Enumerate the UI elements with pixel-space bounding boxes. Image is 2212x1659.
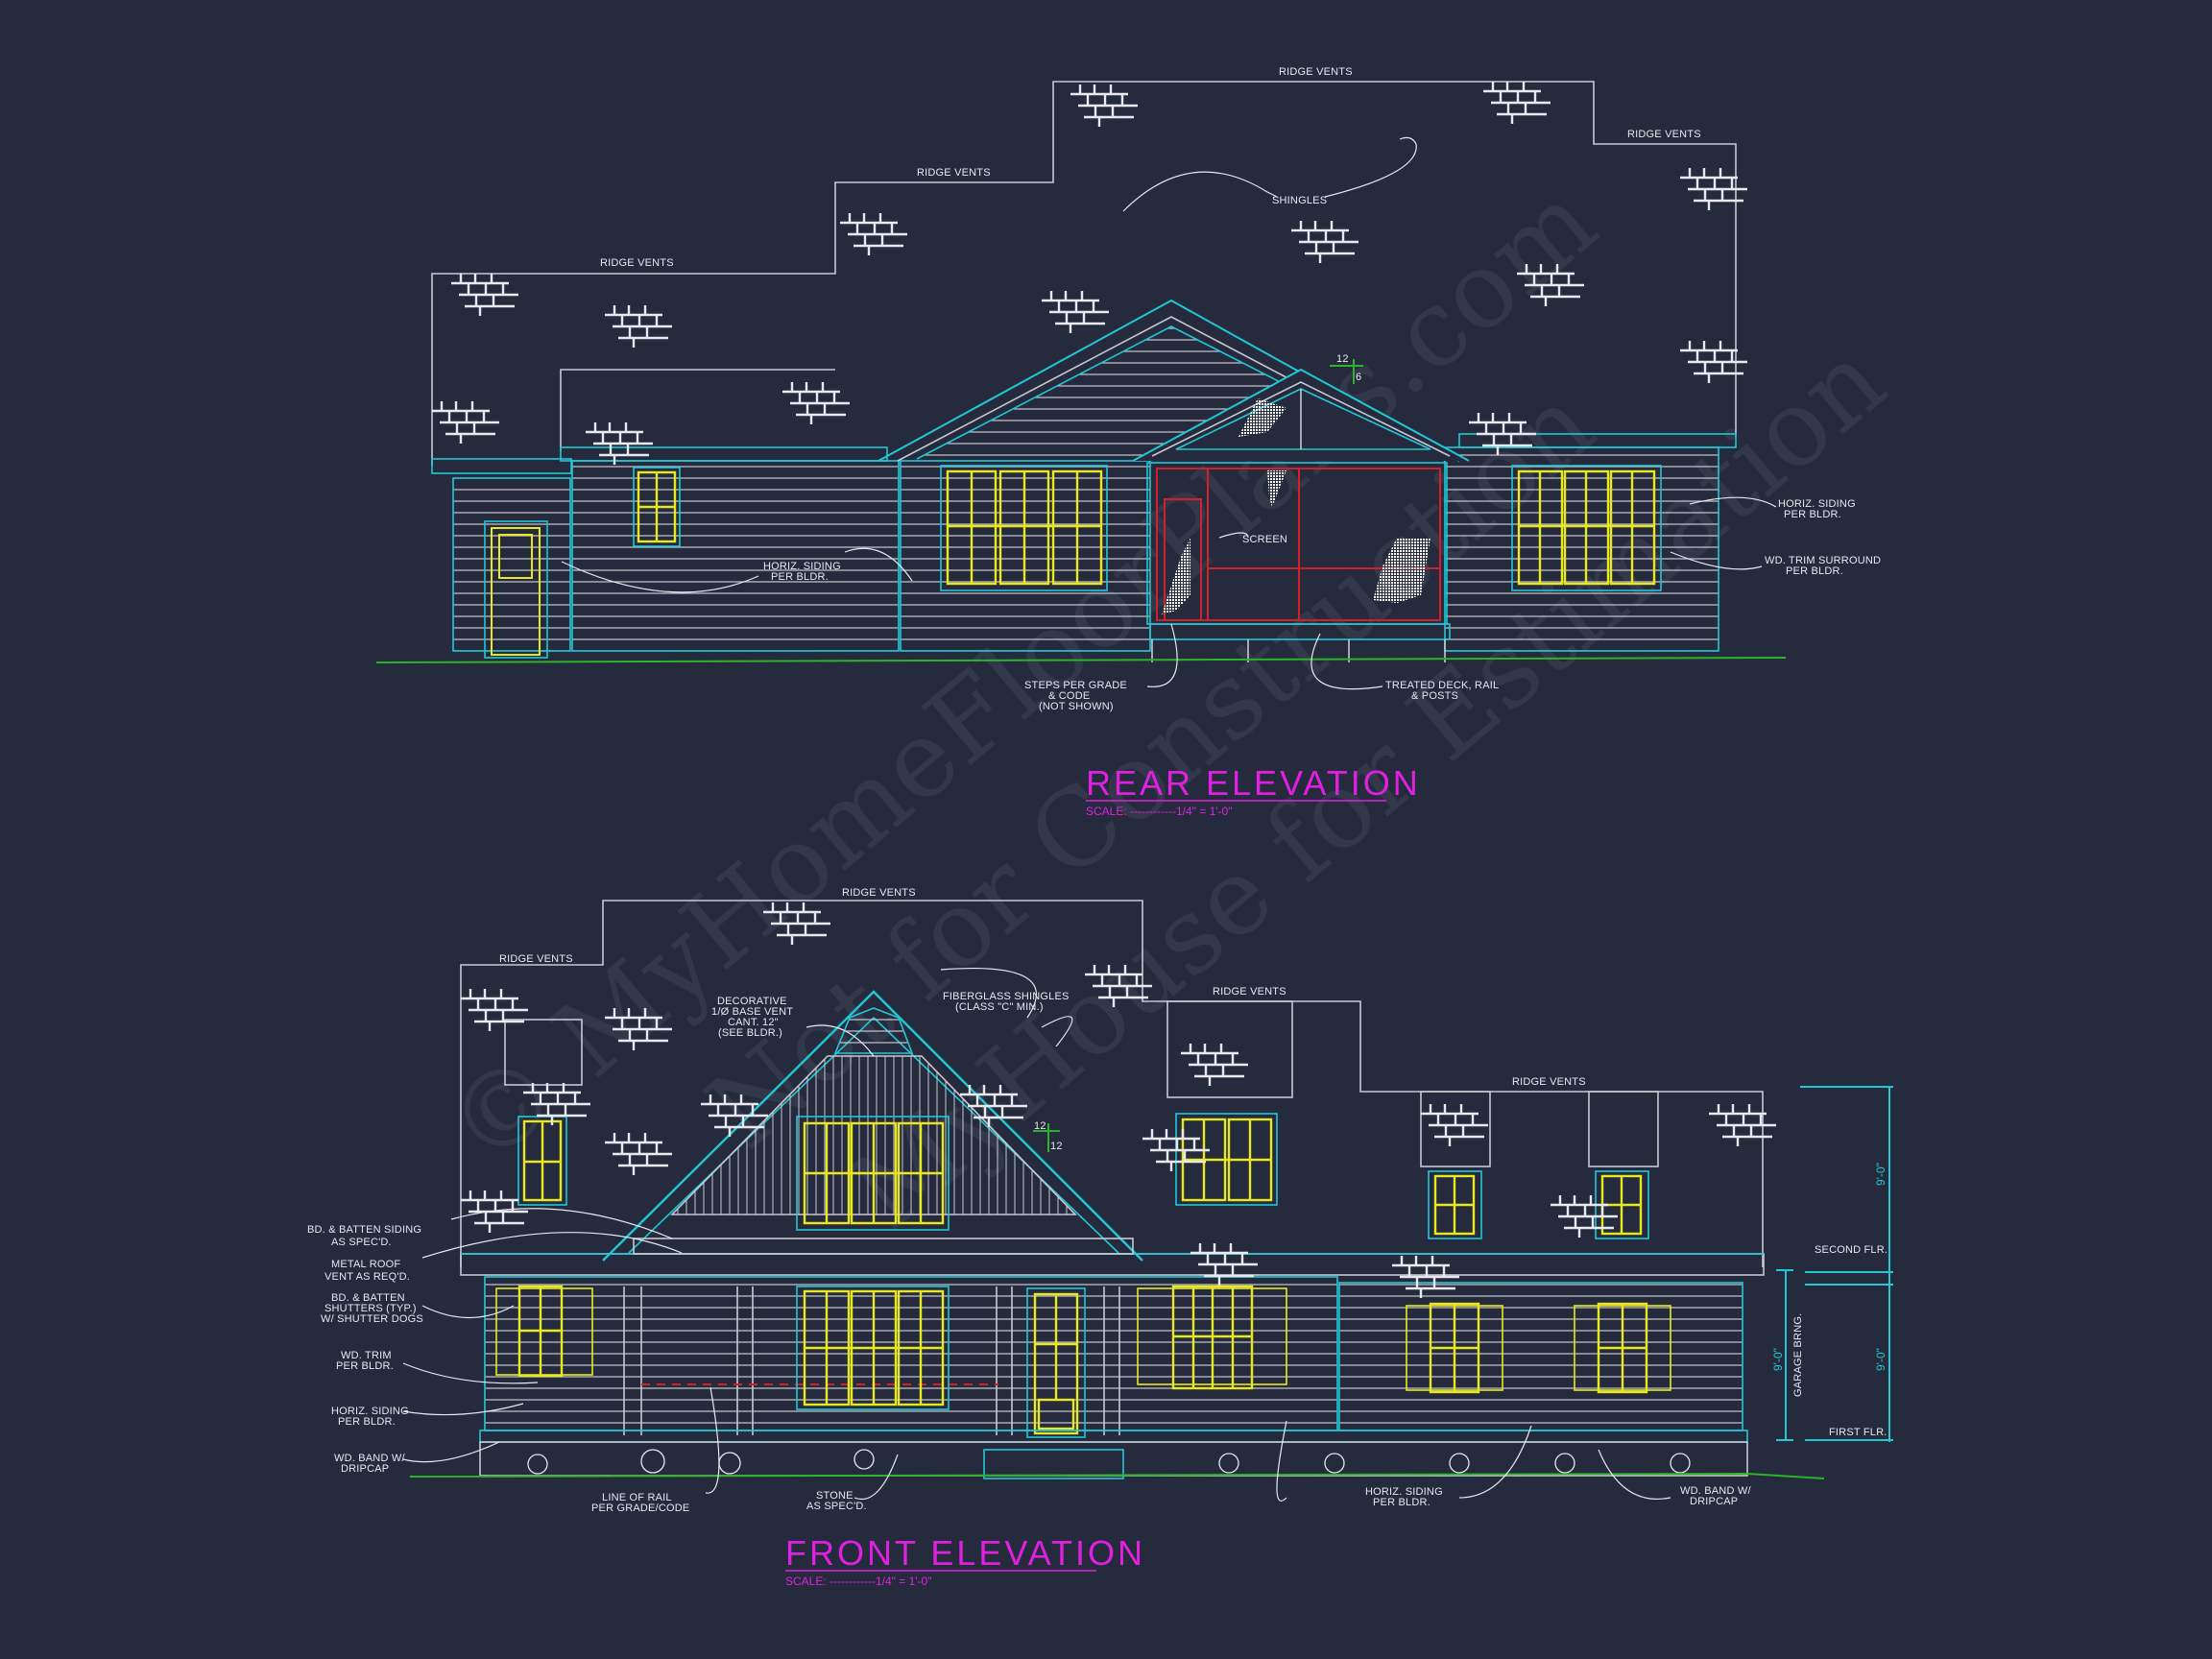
rear-ridge-label-3: RIDGE VENTS	[1279, 66, 1353, 78]
gable-vent-note-2: 1/Ø BASE VENT	[711, 1006, 793, 1018]
lower-dimension: 9'-0"	[1874, 1348, 1887, 1371]
rear-deck-note-2: & POSTS	[1411, 690, 1458, 702]
front-band-left-1: WD. BAND W/	[334, 1453, 405, 1464]
rear-siding-right-2: PER BLDR.	[1784, 509, 1841, 520]
stone-note-2: AS SPEC'D.	[806, 1501, 867, 1512]
rear-elevation-drawing	[375, 81, 1787, 690]
rear-shingles-note: SHINGLES	[1272, 195, 1327, 206]
front-pitch-run: 12	[1034, 1120, 1046, 1132]
front-band-right-2: DRIPCAP	[1690, 1496, 1738, 1507]
board-batten-note-1: BD. & BATTEN SIDING	[307, 1224, 421, 1236]
rear-ridge-label-1: RIDGE VENTS	[600, 257, 674, 269]
front-ridge-label-1: RIDGE VENTS	[499, 953, 573, 965]
rear-roof-outline	[431, 81, 1737, 466]
trim-note-2: PER BLDR.	[336, 1360, 394, 1372]
rear-trim-note-1: WD. TRIM SURROUND	[1765, 555, 1881, 566]
rear-pitch-rise: 6	[1356, 372, 1361, 383]
front-elevation-drawing	[402, 900, 1893, 1502]
front-ridge-label-4: RIDGE VENTS	[1512, 1076, 1586, 1088]
gable-vent-note-4: (SEE BLDR.)	[718, 1027, 782, 1039]
rear-steps-note-2: & CODE	[1048, 690, 1090, 702]
rear-elevation-labels: RIDGE VENTS RIDGE VENTS RIDGE VENTS RIDG…	[600, 66, 1881, 818]
gable-vent-note-1: DECORATIVE	[717, 996, 787, 1007]
front-elevation-title: FRONT ELEVATION	[785, 1533, 1145, 1573]
rear-screen-note: SCREEN	[1242, 534, 1287, 545]
rear-windows	[633, 465, 1662, 591]
front-elevation-labels: RIDGE VENTS RIDGE VENTS RIDGE VENTS RIDG…	[307, 887, 1887, 1588]
front-siding-left-2: PER BLDR.	[338, 1416, 396, 1428]
rear-pitch-run: 12	[1336, 353, 1349, 365]
shutters-note-3: W/ SHUTTER DOGS	[321, 1313, 423, 1325]
rear-siding-right-1: HORIZ. SIDING	[1778, 498, 1856, 510]
front-gable-window	[796, 1116, 950, 1231]
front-siding-left-1: HORIZ. SIDING	[331, 1406, 409, 1417]
watermark: © MyHomeFloorPlans.com Not for Construct…	[424, 159, 1908, 1252]
front-lower-windows	[495, 1285, 1671, 1438]
garage-dimension: 9'-0"	[1771, 1348, 1785, 1371]
metal-roof-note-2: VENT AS REQ'D.	[325, 1271, 410, 1283]
garage-bearing-label: GARAGE BRNG.	[1792, 1313, 1804, 1397]
rear-elevation-title: REAR ELEVATION	[1086, 763, 1421, 803]
second-floor-label: SECOND FLR.	[1815, 1244, 1887, 1256]
rail-note-2: PER GRADE/CODE	[591, 1503, 689, 1514]
front-shingles-note-1: FIBERGLASS SHINGLES	[943, 991, 1070, 1002]
rear-scale-label: SCALE: ------------1/4" = 1'-0"	[1086, 805, 1232, 818]
rail-note-1: LINE OF RAIL	[602, 1492, 672, 1503]
trim-note-1: WD. TRIM	[341, 1350, 392, 1361]
front-scale-label: SCALE: ------------1/4" = 1'-0"	[785, 1575, 931, 1588]
front-ridge-label-3: RIDGE VENTS	[1213, 986, 1286, 998]
rear-siding-note-1: HORIZ. SIDING	[763, 561, 841, 572]
rear-deck-note-1: TREATED DECK, RAIL	[1385, 680, 1499, 691]
rear-trim-note-2: PER BLDR.	[1786, 565, 1843, 577]
front-band-left-2: DRIPCAP	[341, 1463, 389, 1475]
rear-steps-note-1: STEPS PER GRADE	[1024, 680, 1127, 691]
front-ridge-label-2: RIDGE VENTS	[842, 887, 916, 899]
metal-roof-note-1: METAL ROOF	[331, 1259, 400, 1270]
front-siding-right-1: HORIZ. SIDING	[1365, 1486, 1443, 1498]
front-dimensions	[1776, 1086, 1893, 1442]
front-upper-windows	[517, 1113, 1649, 1239]
first-floor-label: FIRST FLR.	[1829, 1427, 1887, 1438]
gable-vent-note-3: CANT. 12"	[728, 1017, 779, 1028]
front-band-right-1: WD. BAND W/	[1680, 1485, 1751, 1497]
rear-siding-note-2: PER BLDR.	[771, 571, 829, 583]
stone-note-1: STONE	[816, 1490, 854, 1502]
shutters-note-1: BD. & BATTEN	[331, 1292, 405, 1304]
rear-steps-note-3: (NOT SHOWN)	[1039, 701, 1114, 712]
rear-ridge-label-4: RIDGE VENTS	[1627, 129, 1701, 140]
stone-texture	[527, 1449, 1691, 1475]
shutters-note-2: SHUTTERS (TYP.)	[325, 1303, 417, 1314]
front-shingles-note-2: (CLASS "C" MIN.)	[955, 1001, 1044, 1013]
front-pitch-rise: 12	[1050, 1141, 1063, 1152]
front-siding-right-2: PER BLDR.	[1373, 1497, 1431, 1508]
rear-ridge-label-2: RIDGE VENTS	[917, 167, 991, 179]
board-batten-note-2: AS SPEC'D.	[331, 1237, 392, 1248]
upper-dimension: 9'-0"	[1874, 1163, 1887, 1186]
